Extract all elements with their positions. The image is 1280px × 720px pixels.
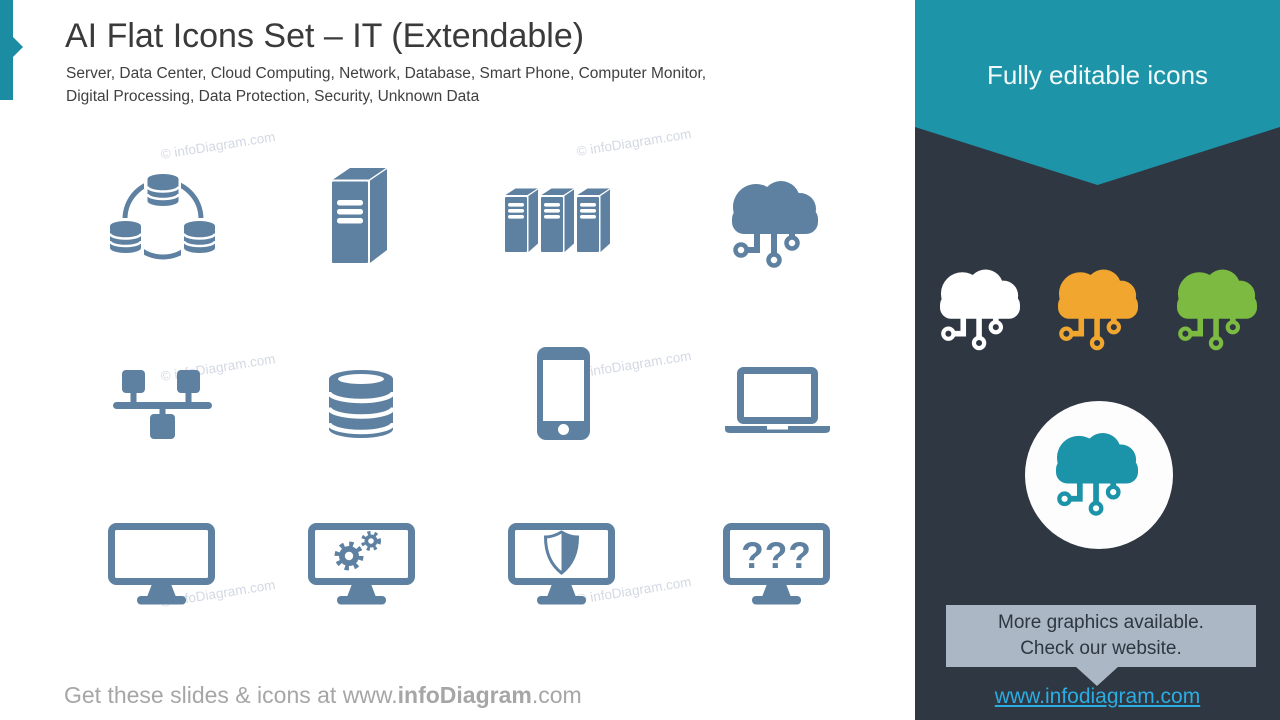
watermark: © infoDiagram.com <box>159 129 277 162</box>
cloud-white-icon <box>940 263 1020 356</box>
cloud-teal-icon <box>1056 426 1138 522</box>
bubble-line-1: More graphics available. <box>998 612 1204 633</box>
data-protection-icon <box>508 523 615 607</box>
cloud-green-icon <box>1177 263 1257 356</box>
subtitle-line-1: Server, Data Center, Cloud Computing, Ne… <box>66 65 707 82</box>
data-center-icon <box>505 188 610 252</box>
page-subtitle: Server, Data Center, Cloud Computing, Ne… <box>66 62 706 108</box>
laptop-icon <box>725 367 830 433</box>
watermark: © infoDiagram.com <box>575 348 693 381</box>
subtitle-line-2: Digital Processing, Data Protection, Sec… <box>66 88 480 105</box>
digital-processing-icon <box>308 523 415 607</box>
footer-brand: infoDiagram <box>397 682 532 708</box>
bubble-tail <box>1075 666 1119 686</box>
accent-chevron-bar <box>0 0 23 100</box>
cloud-computing-icon <box>731 174 819 274</box>
bubble-line-2: Check our website. <box>1020 638 1182 659</box>
smart-phone-icon <box>537 347 590 440</box>
website-link[interactable]: www.infodiagram.com <box>994 685 1201 708</box>
banner-ribbon <box>915 0 1280 185</box>
question-marks-text: ??? <box>741 535 812 576</box>
computer-monitor-icon <box>108 523 215 607</box>
promo-bubble: More graphics available. Check our websi… <box>946 605 1256 667</box>
page-title: AI Flat Icons Set – IT (Extendable) <box>65 17 585 55</box>
footer-text: Get these slides & icons at www.infoDiag… <box>64 682 582 708</box>
banner-title: Fully editable icons <box>986 60 1209 90</box>
database-icon <box>327 368 395 440</box>
watermark: © infoDiagram.com <box>575 126 693 159</box>
cloud-orange-icon <box>1058 263 1138 356</box>
database-network-icon <box>108 172 218 268</box>
sidebar-panel: Fully editable icons More graphics avail… <box>915 0 1280 720</box>
network-icon <box>113 368 212 439</box>
unknown-data-icon: ??? <box>723 523 830 607</box>
server-tower-icon <box>332 167 388 263</box>
